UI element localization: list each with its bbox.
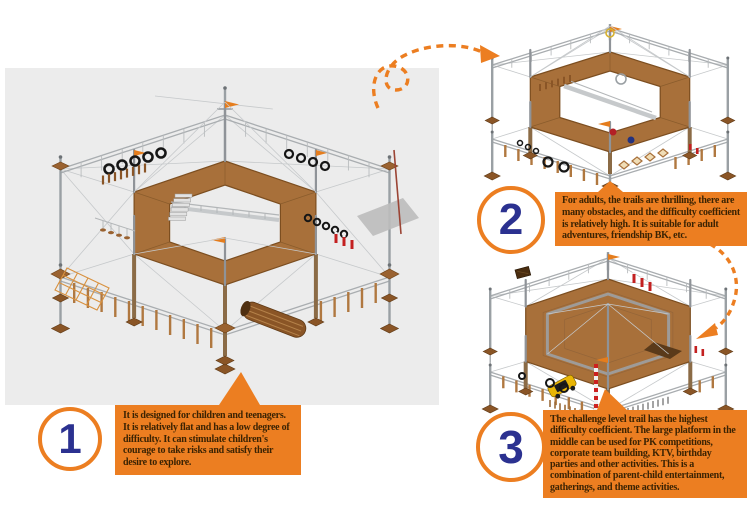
- callout-2-number: 2: [498, 195, 524, 244]
- arrowhead: [480, 45, 500, 63]
- callout-3-bubble: The challenge level trail has the highes…: [543, 389, 747, 499]
- dashed-arrow-to-view-2: [372, 43, 500, 109]
- callout-1-number: 1: [58, 415, 82, 462]
- staircase: [168, 193, 193, 221]
- callout-3-pointer: [597, 389, 627, 410]
- red-markers: [632, 272, 705, 356]
- callout-1-pointer: [219, 372, 260, 405]
- crate: [514, 265, 532, 280]
- course-illustration-children-level: [50, 86, 419, 375]
- callout-2-text: For adults, the trails are thrilling, th…: [562, 195, 740, 242]
- callout-2-badge: 2: [477, 186, 545, 254]
- callout-2-bubble: For adults, the trails are thrilling, th…: [555, 181, 747, 247]
- yellow-car: [547, 374, 577, 399]
- plank-frames: [618, 148, 669, 170]
- course-illustration-adult-level: [483, 24, 737, 191]
- blue-ball: [627, 136, 635, 144]
- climbing-net: [54, 267, 110, 311]
- dashed-arrow-to-view-3: [696, 242, 739, 339]
- callout-3-text: The challenge level trail has the highes…: [550, 414, 736, 493]
- callout-1-badge: 1: [38, 407, 102, 471]
- slide-panel: [357, 198, 419, 236]
- red-markers: [334, 232, 354, 249]
- main-image-background: [5, 68, 439, 405]
- log-tunnel: [240, 300, 307, 338]
- callout-1-bubble: It is designed for children and teenager…: [115, 372, 301, 475]
- tire-ring-obstacles: [103, 147, 167, 175]
- callout-3-number: 3: [498, 421, 524, 473]
- callout-1-text: It is designed for children and teenager…: [123, 410, 290, 469]
- callout-2-pointer: [598, 181, 623, 192]
- arrowhead: [696, 323, 718, 339]
- red-ball: [609, 128, 617, 136]
- callout-3-badge: 3: [476, 412, 546, 482]
